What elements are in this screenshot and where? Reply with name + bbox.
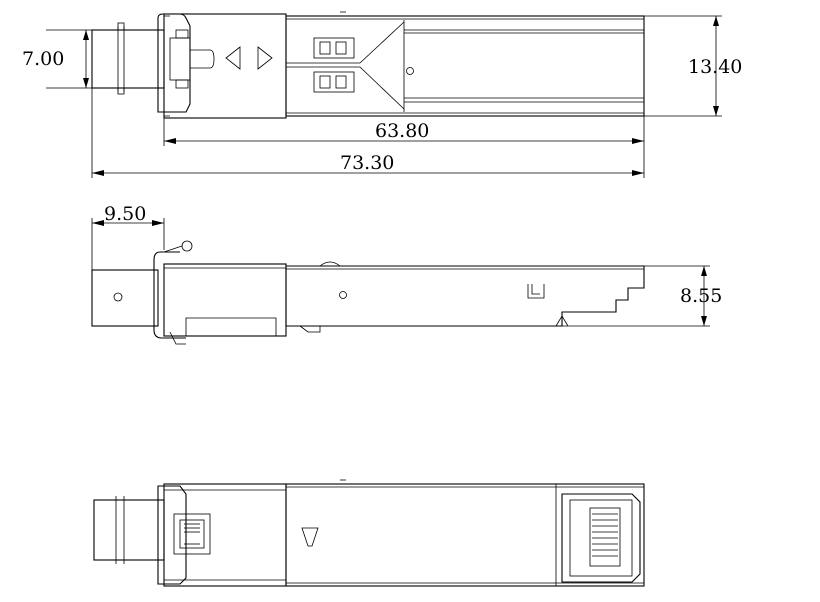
dimension-label-13-40: 13.40 (688, 56, 742, 78)
right-arrow-icon (257, 46, 273, 70)
bottom-view-housing-front (163, 483, 287, 587)
dimension-label-73-30: 73.30 (340, 152, 394, 174)
rj45-port-icon (561, 493, 641, 583)
dimension-63-80: 63.80 (163, 116, 645, 146)
bottom-view-bail-latch (157, 485, 211, 585)
dimension-label-8-55: 8.55 (680, 285, 722, 307)
bottom-view (93, 479, 645, 587)
dimension-label-7-00: 7.00 (22, 48, 64, 70)
top-view-housing-body (285, 11, 645, 117)
dimension-7-00: 7.00 (22, 29, 92, 89)
side-view: 9.50 8.55 (91, 203, 722, 345)
bottom-view-connector (93, 496, 165, 564)
polarization-notch-icon (301, 527, 319, 547)
side-view-housing-front (163, 263, 287, 337)
left-arrow-icon (225, 46, 241, 70)
bottom-view-housing-body (285, 479, 645, 587)
dimension-9-50: 9.50 (91, 203, 165, 270)
dimension-8-55: 8.55 (562, 265, 722, 327)
dimension-label-63-80: 63.80 (375, 120, 429, 142)
side-view-housing-body (285, 261, 645, 333)
dimension-13-40: 13.40 (644, 15, 742, 117)
top-view-connector (91, 22, 165, 95)
top-view-bail-latch (157, 13, 215, 113)
top-view: 7.00 13.40 63.80 73.30 (22, 11, 742, 178)
dimension-label-9-50: 9.50 (104, 203, 146, 225)
side-view-connector (91, 269, 159, 327)
side-view-bail-latch (153, 240, 193, 345)
dimension-73-30: 73.30 (91, 88, 645, 178)
